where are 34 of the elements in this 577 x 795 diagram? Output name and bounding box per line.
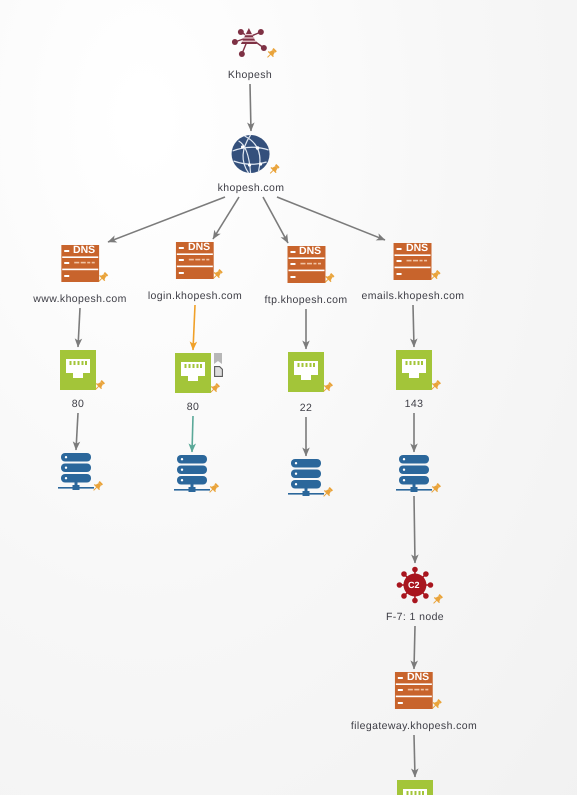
node-label: 80 [186, 401, 200, 413]
record-type-text: DNS [299, 246, 322, 258]
arrow [411, 496, 419, 564]
node-label: 22 [300, 402, 312, 414]
node-label: filegateway.khopesh.com [350, 720, 478, 732]
arrow [212, 196, 240, 240]
arrow [190, 304, 198, 350]
record-type-text: DNS [407, 672, 430, 684]
arrow [72, 412, 80, 450]
arrow [302, 309, 310, 350]
arrow [74, 308, 82, 348]
node-label: www.khopesh.com [33, 293, 127, 305]
node-label: 80 [72, 398, 84, 410]
node-label: Khopesh [228, 69, 272, 81]
arrow [262, 196, 289, 244]
node-label: 143 [404, 398, 424, 410]
node-label: khopesh.com [218, 182, 284, 194]
arrow [410, 413, 418, 452]
record-type-text: DNS [406, 243, 428, 254]
arrow [410, 304, 418, 348]
node-label: F-7: 1 node [386, 611, 444, 623]
arrow [410, 626, 418, 670]
arrow [302, 417, 310, 456]
record-type-text: DNS [73, 245, 96, 256]
node-label: emails.khopesh.com [362, 290, 464, 302]
arrow [188, 416, 196, 452]
arrow [108, 196, 226, 243]
arrow [247, 84, 255, 132]
node-label: login.khopesh.com [148, 290, 242, 302]
node-label: ftp.khopesh.com [264, 294, 348, 306]
record-type-text: DNS [188, 242, 210, 254]
arrow [411, 734, 419, 778]
node-type-text: C2 [408, 580, 420, 590]
arrow [276, 196, 386, 241]
